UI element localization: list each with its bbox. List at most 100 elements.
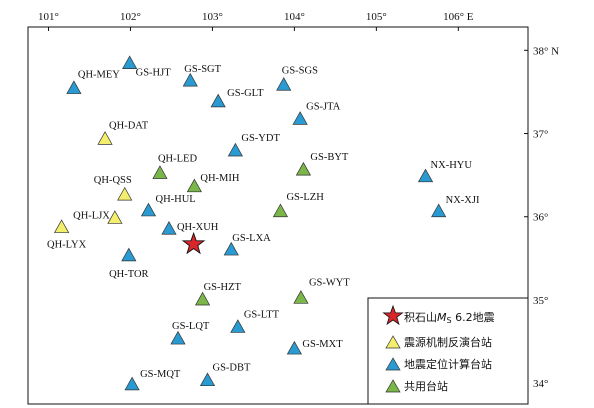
station-qh-mih: QH-MIH [186,173,240,193]
station-gs-byt: GS-BYT [295,152,349,176]
station-triangle-icon [161,221,177,235]
station-nx-hyu: NX-HYU [417,160,473,183]
y-tick-label: 38° N [533,45,559,57]
x-tick-label: 106° E [443,11,474,23]
legend-location-label: 地震定位计算台站 [404,357,492,371]
station-label: GS-YDT [241,133,280,144]
y-tick-label: 36° [533,212,548,224]
station-triangle-icon [107,210,123,224]
station-triangle-icon [140,202,157,217]
station-label: NX-HYU [431,160,473,171]
station-gs-wyt: GS-WYT [293,277,350,304]
station-qh-xuh: QH-XUH [161,221,219,235]
station-label: QH-XUH [177,222,219,233]
y-tick-label: 34° [533,378,548,390]
station-label: GS-HJT [136,68,172,79]
station-label: GS-LQT [172,321,210,332]
station-label: QH-TOR [109,269,148,280]
station-triangle-icon [122,55,138,69]
station-label: QH-LYX [47,240,87,251]
legend-shared-triangle-icon [385,379,401,393]
epicenter-star-icon [181,231,206,255]
station-label: GS-DBT [213,363,252,374]
station-gs-ltt: GS-LTT [230,309,280,333]
legend-shared-label: 共用台站 [404,379,448,393]
station-triangle-icon [152,165,168,179]
station-triangle-icon [230,319,246,333]
station-label: GS-SGT [184,64,221,75]
legend-inversion-label: 震源机制反演台站 [404,335,492,349]
map-frame [27,26,529,405]
y-tick-label: 37° [533,129,548,141]
legend-epicenter-star-icon [382,304,404,326]
station-markers: GS-HJT QH-MEY GS-SGT GS-GLT GS-SGS GS-JTA QH-D… [47,55,480,391]
y-tick-label: 35° [533,295,548,307]
station-label: GS-MXT [302,339,343,350]
station-qh-ljx: QH-LJX [73,210,123,224]
station-triangle-icon [117,186,133,201]
station-label: GS-JTA [306,101,341,112]
station-label: GS-WYT [309,277,350,288]
station-triangle-icon [293,290,309,304]
station-label: GS-LTT [244,309,280,320]
station-gs-lzh: GS-LZH [272,192,324,218]
station-gs-sgs: GS-SGS [276,65,318,91]
x-tick-label: 101° [38,11,59,23]
station-gs-mqt: GS-MQT [124,369,181,391]
station-gs-sgt: GS-SGT [182,64,222,87]
station-qh-tor: QH-TOR [109,247,149,280]
station-gs-ydt: GS-YDT [227,133,280,157]
station-qh-lyx: QH-LYX [47,219,87,251]
station-label: GS-HZT [204,282,242,293]
station-triangle-icon [121,247,137,262]
legend-location-triangle-icon [385,357,401,371]
station-gs-mxt: GS-MXT [286,339,343,355]
station-gs-lqt: GS-LQT [170,321,210,345]
station-qh-qss: QH-QSS [94,175,133,201]
x-tick-label: 104° [284,11,305,23]
station-nx-xji: NX-XJI [431,195,480,218]
station-triangle-icon [186,178,202,193]
x-tick-label: 103° [202,11,223,23]
station-label: QH-QSS [94,175,132,186]
station-triangle-icon [295,161,312,176]
legend: 积石山MS 6.2地震 震源机制反演台站 地震定位计算台站 共用台站 [367,297,529,405]
station-gs-glt: GS-GLT [210,88,264,108]
x-tick-label: 105° [366,11,387,23]
station-label: QH-LJX [73,210,110,221]
station-label: QH-HUL [155,194,195,205]
station-gs-hjt: GS-HJT [122,55,172,79]
epicenter-layer [181,231,206,255]
station-label: QH-MIH [200,173,239,184]
station-label: GS-LXA [232,233,271,244]
station-triangle-icon [194,291,211,306]
station-triangle-icon [272,203,289,218]
station-triangle-icon [292,111,308,125]
station-gs-dbt: GS-DBT [199,363,252,387]
station-gs-hzt: GS-HZT [194,282,242,306]
station-triangle-icon [182,72,198,87]
station-label: QH-DAT [109,120,149,131]
legend-inversion-triangle-icon [385,335,401,349]
y-axis-ticks: 38° N 37° 36° 35° 34° [524,45,559,390]
station-qh-mey: QH-MEY [66,70,120,94]
station-triangle-icon [199,372,216,387]
station-triangle-icon [54,219,70,233]
station-label: GS-LZH [286,192,324,203]
station-triangle-icon [124,376,140,391]
station-triangle-icon [223,241,239,256]
station-qh-hul: QH-HUL [140,194,196,217]
station-gs-jta: GS-JTA [292,101,341,125]
x-tick-label: 102° [120,11,141,23]
station-label: GS-SGS [282,65,318,76]
station-label: QH-LED [158,153,197,164]
x-axis-ticks: 101° 102° 103° 104° 105° 106° E [38,11,474,31]
station-triangle-icon [227,142,243,157]
station-triangle-icon [210,93,226,108]
station-triangle-icon [66,80,82,94]
station-qh-led: QH-LED [152,153,197,179]
station-qh-dat: QH-DAT [97,120,149,145]
station-triangle-icon [417,168,434,183]
station-triangle-icon [170,330,186,345]
